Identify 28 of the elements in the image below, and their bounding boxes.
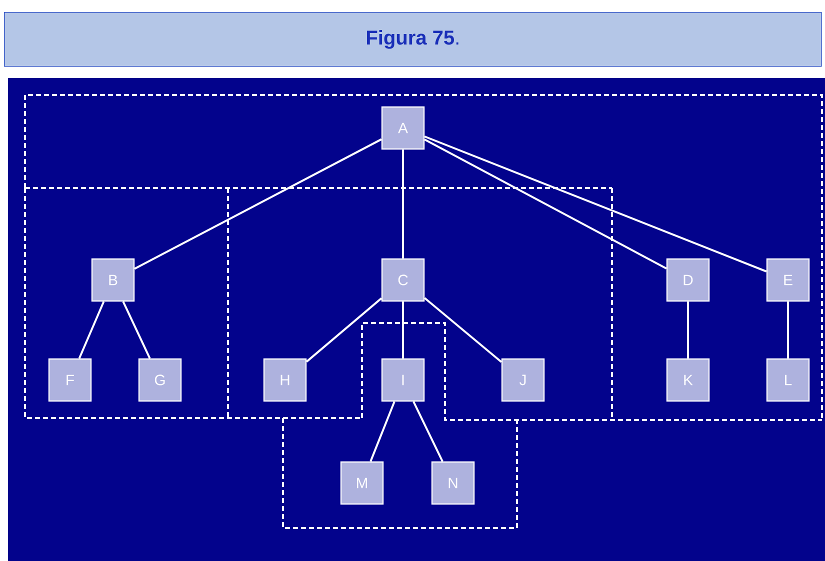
connector-line (134, 138, 382, 270)
tree-node: L (766, 358, 810, 402)
tree-node: G (138, 358, 182, 402)
connector-line (402, 150, 404, 258)
connector-line (402, 302, 404, 358)
tree-node: H (263, 358, 307, 402)
connector-line (306, 298, 382, 362)
connector-line (424, 297, 502, 363)
tree-node: C (381, 258, 425, 302)
tree-node: A (381, 106, 425, 150)
tree-node: I (381, 358, 425, 402)
tree-node: B (91, 258, 135, 302)
connector-line (424, 136, 767, 272)
connector-line (412, 401, 444, 462)
tree-node: K (666, 358, 710, 402)
connector-line (787, 302, 789, 358)
title-banner: Figura 75. (4, 12, 822, 67)
connector-line (687, 302, 689, 358)
connector-line (78, 301, 105, 359)
tree-node: D (666, 258, 710, 302)
tree-node: M (340, 461, 384, 505)
connector-line (122, 301, 151, 359)
tree-node: J (501, 358, 545, 402)
tree-node: N (431, 461, 475, 505)
tree-node: F (48, 358, 92, 402)
connector-line (424, 138, 667, 270)
tree-node: E (766, 258, 810, 302)
connector-line (370, 401, 396, 462)
